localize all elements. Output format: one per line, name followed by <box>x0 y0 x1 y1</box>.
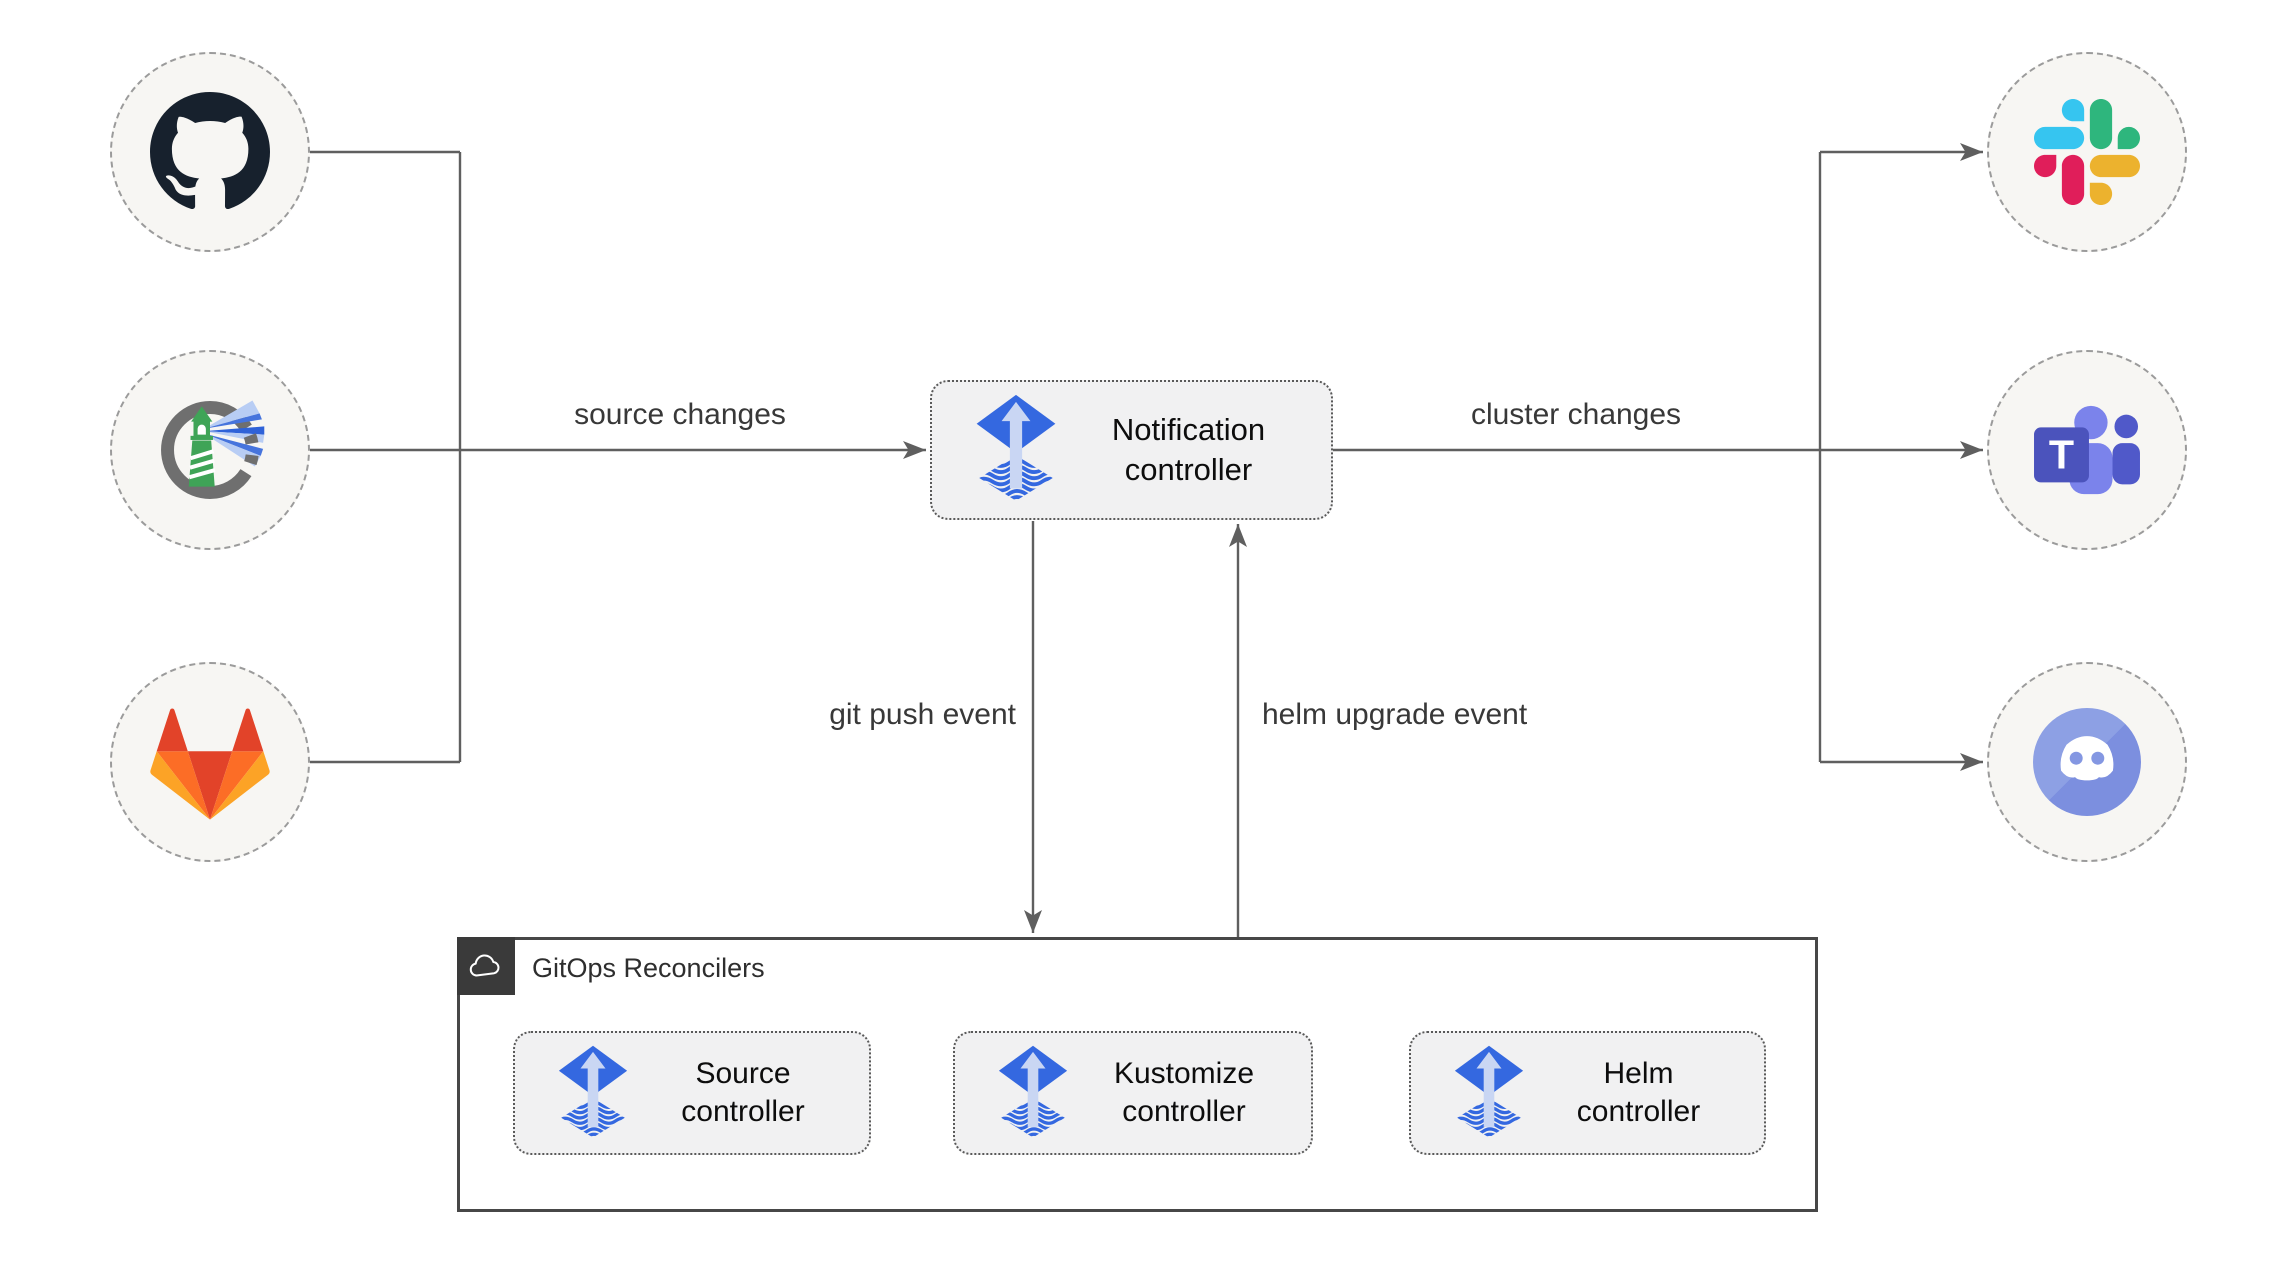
teams-icon: T <box>2034 405 2140 495</box>
cloud-icon <box>469 954 500 976</box>
harbor-icon <box>161 400 265 499</box>
flux-icon <box>995 1045 1071 1142</box>
gitlab-icon <box>150 708 270 820</box>
source-controller-node: Source controller <box>513 1031 871 1155</box>
helm-label-line2: controller <box>1576 1095 1701 1128</box>
container-title: GitOps Reconcilers <box>532 953 765 983</box>
flux-icon <box>972 394 1060 506</box>
kustomize-controller-node: Kustomize controller <box>953 1031 1313 1155</box>
source-node-gitlab <box>110 662 310 862</box>
helm-controller-node: Helm controller <box>1409 1031 1766 1155</box>
container-header-square <box>457 937 515 995</box>
source-controller-label: Source controller <box>631 1055 869 1131</box>
flux-icon <box>1451 1045 1527 1142</box>
notification-controller-label: Notification controller <box>1060 410 1331 490</box>
teams-letter: T <box>2049 432 2074 478</box>
edge-label-git-push-event: git push event <box>829 698 1016 731</box>
source-node-harbor <box>110 350 310 550</box>
target-node-teams: T <box>1987 350 2187 550</box>
edge-label-helm-upgrade-event: helm upgrade event <box>1262 698 1528 731</box>
helm-controller-label: Helm controller <box>1527 1055 1764 1131</box>
source-node-github <box>110 52 310 252</box>
edge-label-source-changes: source changes <box>574 398 786 431</box>
target-node-slack <box>1987 52 2187 252</box>
discord-icon <box>2033 708 2141 816</box>
slack-icon <box>2034 99 2140 205</box>
source-label-line2: controller <box>681 1095 805 1128</box>
kustomize-controller-label: Kustomize controller <box>1071 1055 1311 1131</box>
github-icon <box>150 92 270 210</box>
flux-icon <box>555 1045 631 1142</box>
target-node-discord <box>1987 662 2187 862</box>
notification-label-line2: controller <box>1124 452 1253 487</box>
kustomize-label-line1: Kustomize <box>1113 1057 1255 1090</box>
notification-label-line1: Notification <box>1111 412 1266 447</box>
source-label-line1: Source <box>695 1057 791 1090</box>
edge-label-cluster-changes: cluster changes <box>1470 398 1682 431</box>
kustomize-label-line2: controller <box>1122 1095 1246 1128</box>
helm-label-line1: Helm <box>1603 1057 1674 1090</box>
notification-controller-node: Notification controller <box>930 380 1333 520</box>
gitops-reconcilers-container: GitOps Reconcilers Source controller Kus… <box>457 937 1818 1212</box>
